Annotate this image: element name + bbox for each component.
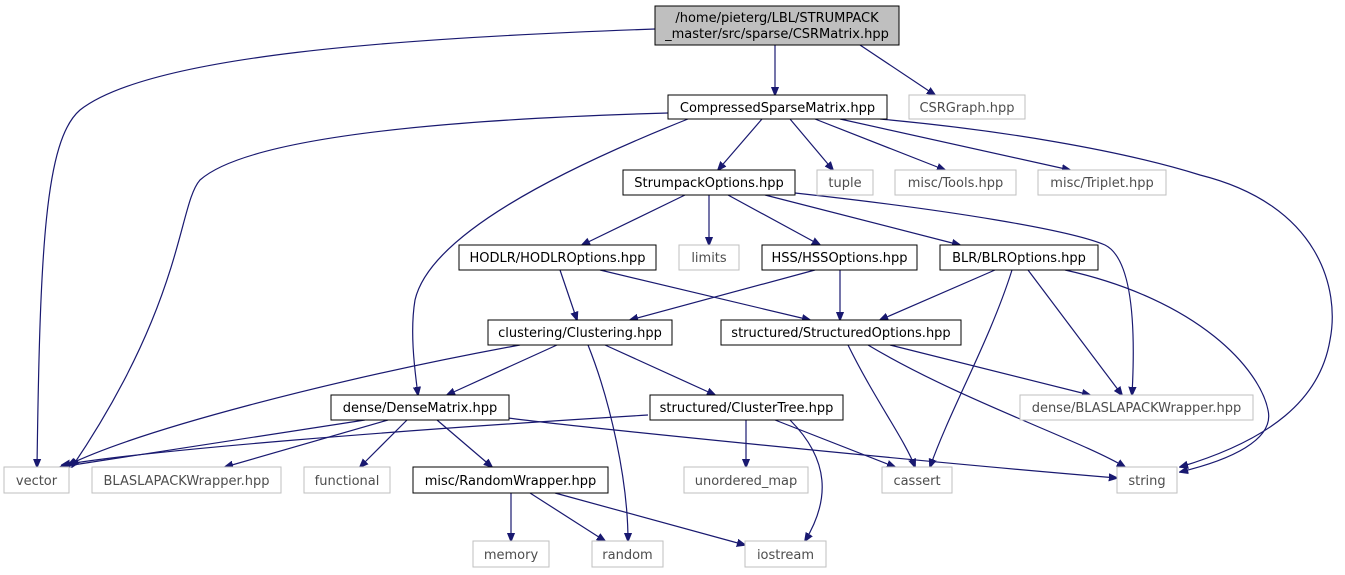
edge-densematrix-vector bbox=[60, 419, 366, 467]
svg-text:StrumpackOptions.hpp: StrumpackOptions.hpp bbox=[634, 176, 784, 191]
edge-strumpack-blr bbox=[764, 194, 960, 245]
svg-text:structured/ClusterTree.hpp: structured/ClusterTree.hpp bbox=[660, 401, 834, 416]
svg-text:BLR/BLROptions.hpp: BLR/BLROptions.hpp bbox=[952, 251, 1086, 266]
edge-compressed-tools bbox=[814, 118, 945, 170]
svg-text:limits: limits bbox=[691, 251, 727, 266]
edge-blr-structured bbox=[880, 269, 996, 320]
svg-text:memory: memory bbox=[484, 548, 539, 563]
edge-compressed-vector bbox=[72, 112, 669, 467]
edge-structured-cassert bbox=[847, 344, 915, 467]
node-unordered-map[interactable]: unordered_map bbox=[683, 466, 809, 494]
edge-densematrix-blaslapack bbox=[225, 419, 389, 467]
node-strumpack-options[interactable]: StrumpackOptions.hpp bbox=[622, 169, 796, 196]
svg-text:cassert: cassert bbox=[893, 474, 940, 489]
svg-text:misc/RandomWrapper.hpp: misc/RandomWrapper.hpp bbox=[425, 474, 597, 489]
node-tuple[interactable]: tuple bbox=[816, 169, 874, 196]
node-vector[interactable]: vector bbox=[3, 466, 70, 494]
edge-compressed-triplet bbox=[839, 118, 1070, 170]
svg-text:HODLR/HODLROptions.hpp: HODLR/HODLROptions.hpp bbox=[469, 251, 645, 266]
node-random[interactable]: random bbox=[591, 540, 664, 568]
edges bbox=[37, 28, 1333, 545]
node-string[interactable]: string bbox=[1116, 466, 1178, 494]
edge-compressed-densematrix bbox=[412, 118, 689, 395]
svg-text:CompressedSparseMatrix.hpp: CompressedSparseMatrix.hpp bbox=[680, 101, 875, 116]
edge-clustertree-iostream bbox=[789, 419, 823, 541]
svg-text:structured/StructuredOptions.h: structured/StructuredOptions.hpp bbox=[731, 326, 950, 341]
node-hss-options[interactable]: HSS/HSSOptions.hpp bbox=[761, 244, 918, 271]
svg-text:dense/DenseMatrix.hpp: dense/DenseMatrix.hpp bbox=[343, 401, 497, 416]
svg-text:iostream: iostream bbox=[757, 548, 814, 563]
node-iostream[interactable]: iostream bbox=[744, 540, 827, 568]
edge-compressed-tuple bbox=[789, 118, 833, 170]
edge-clustering-clustertree bbox=[604, 344, 715, 395]
edge-root-vector bbox=[37, 28, 656, 467]
svg-text:functional: functional bbox=[315, 474, 380, 489]
edge-structured-denseblas bbox=[889, 344, 1090, 395]
node-root-csrmatrix[interactable]: /home/pieterg/LBL/STRUMPACK _master/src/… bbox=[654, 5, 900, 46]
node-misc-tools[interactable]: misc/Tools.hpp bbox=[894, 169, 1017, 196]
svg-text:CSRGraph.hpp: CSRGraph.hpp bbox=[919, 101, 1014, 116]
edge-randomwrapper-iostream bbox=[554, 492, 745, 545]
edge-hss-clustering bbox=[630, 269, 816, 320]
node-random-wrapper[interactable]: misc/RandomWrapper.hpp bbox=[412, 466, 609, 494]
edge-clustering-densematrix bbox=[447, 344, 558, 395]
edge-strumpack-denseblas bbox=[794, 192, 1133, 395]
edge-root-csrgraph bbox=[859, 44, 935, 95]
edge-randomwrapper-random bbox=[529, 492, 605, 541]
edge-clustertree-vector bbox=[62, 414, 649, 465]
edge-structured-string bbox=[867, 344, 1125, 467]
node-dense-blaslapack-wrapper[interactable]: dense/BLASLAPACKWrapper.hpp bbox=[1019, 394, 1254, 421]
node-dense-matrix[interactable]: dense/DenseMatrix.hpp bbox=[330, 394, 510, 421]
node-blr-options[interactable]: BLR/BLROptions.hpp bbox=[939, 244, 1099, 271]
edge-strumpack-hodlr bbox=[582, 194, 686, 245]
node-compressed-sparse-matrix[interactable]: CompressedSparseMatrix.hpp bbox=[667, 94, 888, 120]
edge-densematrix-string bbox=[507, 417, 1117, 478]
node-clustering[interactable]: clustering/Clustering.hpp bbox=[487, 319, 673, 346]
svg-text:misc/Tools.hpp: misc/Tools.hpp bbox=[908, 176, 1003, 191]
edge-hodlr-clustering bbox=[559, 269, 577, 320]
node-csr-graph[interactable]: CSRGraph.hpp bbox=[908, 94, 1026, 120]
edge-blr-cassert bbox=[930, 269, 1013, 467]
edge-hodlr-structured bbox=[599, 269, 810, 320]
edge-strumpack-hss bbox=[727, 194, 820, 245]
svg-text:random: random bbox=[602, 548, 652, 563]
node-cluster-tree[interactable]: structured/ClusterTree.hpp bbox=[649, 394, 844, 421]
svg-text:HSS/HSSOptions.hpp: HSS/HSSOptions.hpp bbox=[772, 251, 908, 266]
svg-text:dense/BLASLAPACKWrapper.hpp: dense/BLASLAPACKWrapper.hpp bbox=[1032, 401, 1242, 416]
svg-text:unordered_map: unordered_map bbox=[695, 474, 798, 489]
svg-text:string: string bbox=[1128, 474, 1165, 489]
node-root-line-2: _master/src/sparse/CSRMatrix.hpp bbox=[664, 27, 889, 42]
node-cassert[interactable]: cassert bbox=[881, 466, 953, 494]
svg-text:vector: vector bbox=[16, 474, 58, 489]
svg-text:BLASLAPACKWrapper.hpp: BLASLAPACKWrapper.hpp bbox=[104, 474, 270, 489]
edge-clustering-vector bbox=[68, 344, 521, 465]
svg-text:tuple: tuple bbox=[828, 176, 861, 191]
edge-blr-denseblas bbox=[1027, 269, 1122, 395]
node-root-line-1: /home/pieterg/LBL/STRUMPACK bbox=[675, 11, 879, 26]
svg-text:clustering/Clustering.hpp: clustering/Clustering.hpp bbox=[498, 326, 662, 341]
node-structured-options[interactable]: structured/StructuredOptions.hpp bbox=[720, 319, 962, 346]
edge-compressed-strumpack bbox=[718, 118, 763, 170]
node-blaslapack-wrapper[interactable]: BLASLAPACKWrapper.hpp bbox=[91, 466, 282, 494]
edge-clustertree-cassert bbox=[774, 419, 895, 467]
svg-text:misc/Triplet.hpp: misc/Triplet.hpp bbox=[1050, 176, 1153, 191]
edge-densematrix-functional bbox=[360, 419, 408, 467]
node-functional[interactable]: functional bbox=[303, 466, 391, 494]
node-memory[interactable]: memory bbox=[472, 540, 550, 568]
node-limits[interactable]: limits bbox=[678, 244, 740, 271]
node-hodlr-options[interactable]: HODLR/HODLROptions.hpp bbox=[458, 244, 657, 271]
node-misc-triplet[interactable]: misc/Triplet.hpp bbox=[1037, 169, 1167, 196]
edge-clustering-random bbox=[587, 344, 628, 541]
edge-compressed-string bbox=[879, 118, 1333, 467]
edge-blr-string bbox=[1064, 269, 1270, 472]
nodes: /home/pieterg/LBL/STRUMPACK _master/src/… bbox=[3, 5, 1254, 568]
